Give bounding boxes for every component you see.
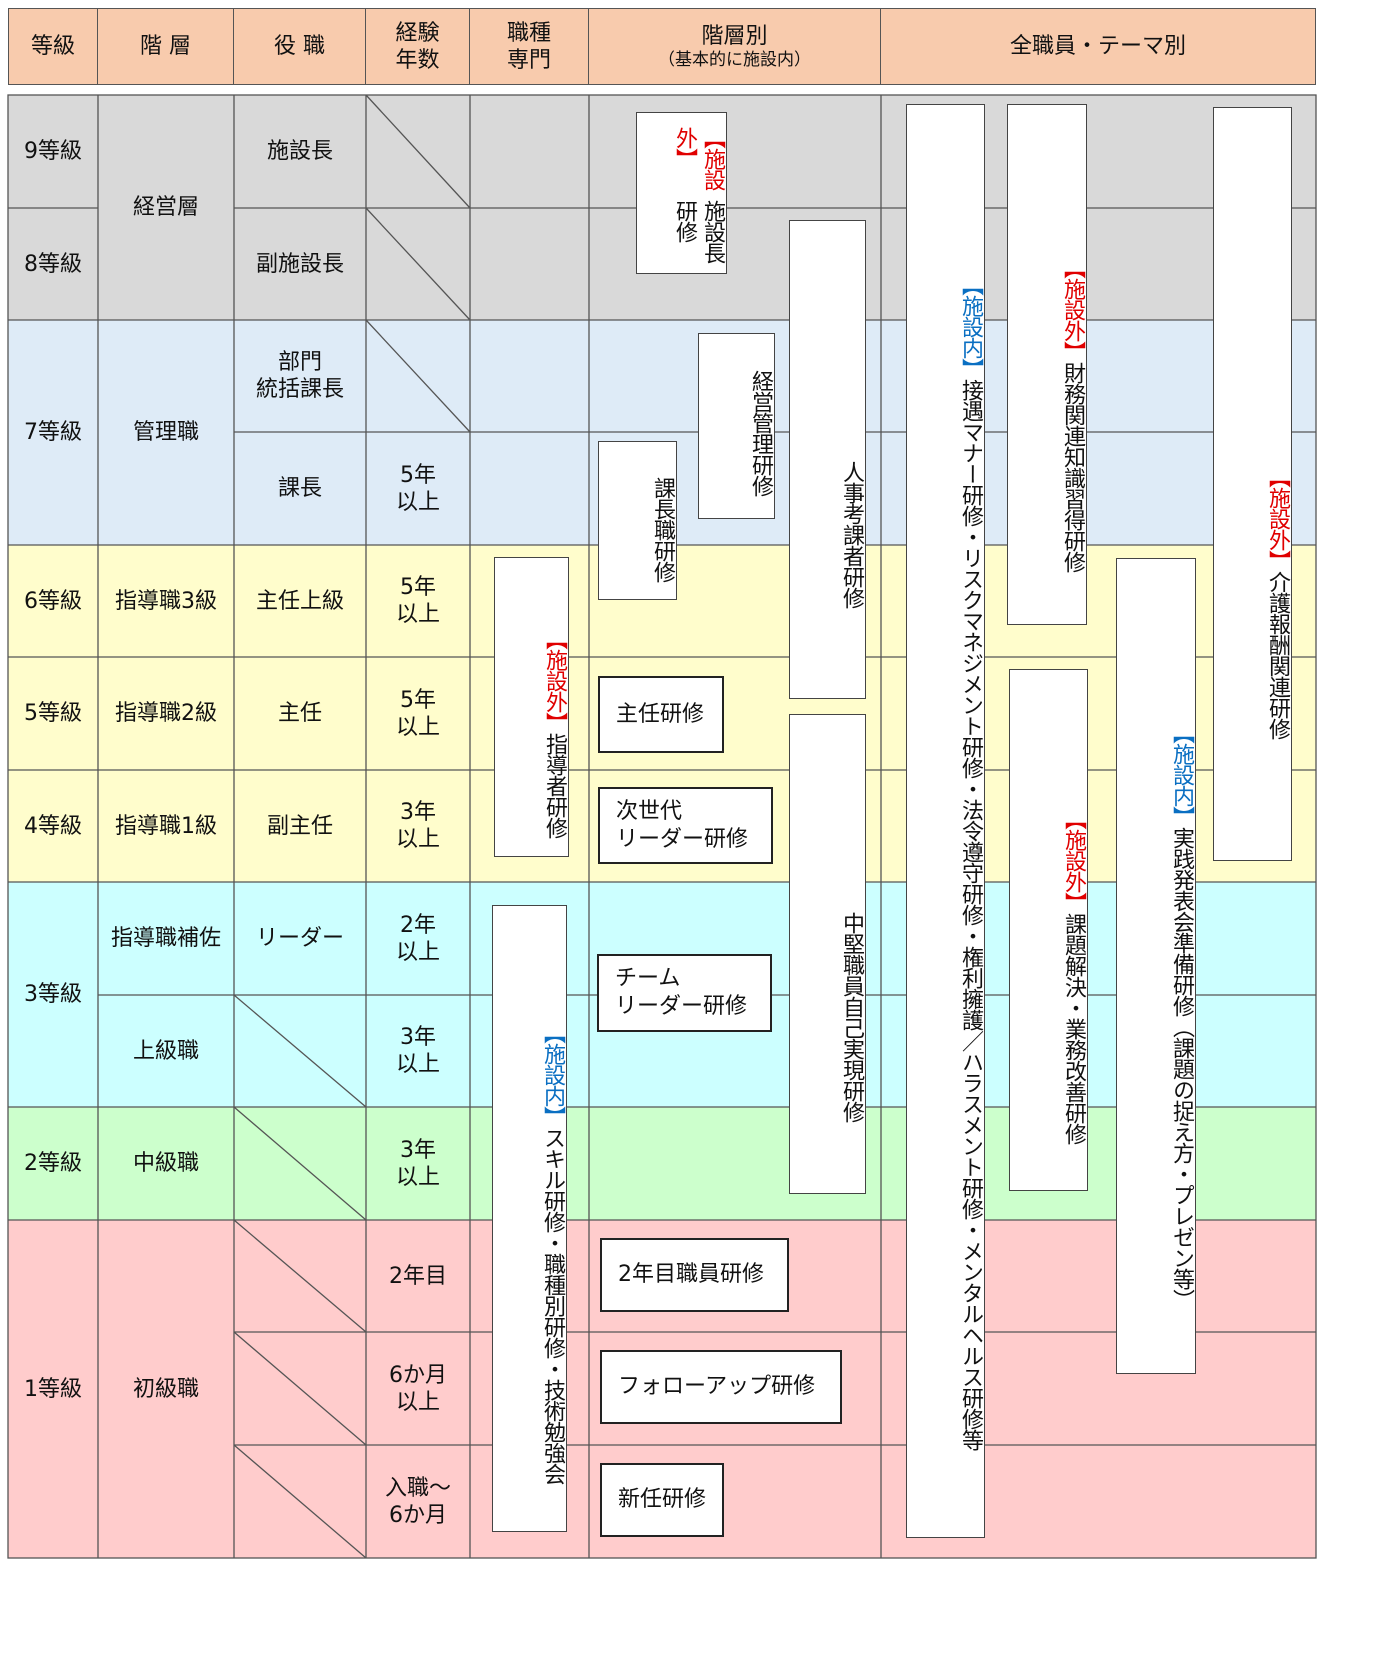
- experience-2: 3年 以上: [395, 1137, 440, 1190]
- experience-3a: 2年 以上: [395, 912, 440, 965]
- diag-pos-junior-1: [233, 1219, 367, 1333]
- training-self-realization: 中堅職員自己実現研修: [789, 714, 866, 1194]
- experience-1a: 2年目: [389, 1263, 447, 1289]
- layer-leader1: 指導職1級: [115, 813, 217, 839]
- tag-inside: 【施設内】: [958, 274, 983, 379]
- diag-pos-middle: [233, 1106, 367, 1221]
- training-management: 経営管理研修: [698, 333, 775, 519]
- layer-manager: 管理職: [132, 420, 199, 445]
- grade-5: 5等級: [24, 701, 82, 726]
- tag-outside: 【施設外】: [542, 628, 567, 733]
- band-middle: [8, 1107, 1316, 1220]
- header-layer: 階 層: [97, 8, 234, 85]
- training-evaluator: 人事考課者研修: [789, 220, 866, 699]
- position-senior-chief: 主任上級: [255, 588, 344, 614]
- layer-senior: 上級職: [132, 1038, 199, 1064]
- training-new-staff: 新任研修: [600, 1463, 724, 1537]
- header-grade: 等級: [8, 8, 98, 85]
- header-by-layer: 階層別 （基本的に施設内）: [588, 8, 881, 85]
- training-instructor: 【施設外】指導者研修: [494, 557, 569, 857]
- position-director: 施設長: [266, 139, 333, 164]
- grade-4: 4等級: [24, 813, 82, 839]
- tag-outside: 【施設外】: [672, 127, 725, 190]
- layer-assistant: 指導職補佐: [110, 926, 221, 951]
- header-position: 役 職: [233, 8, 366, 85]
- layer-leader3: 指導職3級: [115, 588, 217, 614]
- position-dept-chief: 部門 統括課長: [255, 350, 344, 402]
- grid-outline: [7, 94, 1317, 1559]
- tag-inside: 【施設内】: [540, 1021, 565, 1127]
- position-leader: リーダー: [255, 926, 344, 951]
- position-vice-director: 副施設長: [255, 251, 344, 277]
- experience-1c: 入職～ 6か月: [384, 1475, 451, 1528]
- experience-1b: 6か月 以上: [389, 1362, 447, 1415]
- training-presentation: 【施設内】実践発表会準備研修（課題の捉え方・プレゼン等）: [1116, 558, 1196, 1374]
- diag-pos-senior: [233, 994, 367, 1108]
- grade-7: 7等級: [24, 420, 82, 445]
- diag-pos-junior-3: [233, 1444, 367, 1559]
- header-experience: 経験 年数: [365, 8, 470, 85]
- experience-4: 3年 以上: [395, 800, 440, 852]
- header-specialty: 職種 専門: [469, 8, 589, 85]
- experience-5: 5年 以上: [395, 687, 440, 740]
- experience-6: 5年 以上: [395, 575, 440, 627]
- grade-8: 8等級: [24, 251, 82, 277]
- training-problem-solving: 【施設外】課題解決・業務改善研修: [1009, 669, 1088, 1191]
- layer-leader2: 指導職2級: [115, 701, 217, 726]
- training-section-chief: 課長職研修: [598, 441, 677, 600]
- grade-2: 2等級: [24, 1151, 82, 1176]
- tag-outside: 【施設外】: [1061, 808, 1086, 913]
- training-next-gen: 次世代 リーダー研修: [598, 787, 773, 864]
- experience-3b: 3年 以上: [395, 1025, 440, 1077]
- training-second-year: 2年目職員研修: [600, 1238, 789, 1312]
- training-skill: 【施設内】スキル研修・職種別研修・技術勉強会: [492, 905, 567, 1532]
- position-chief: 主任: [277, 701, 322, 726]
- position-sub-chief: 副主任: [266, 813, 333, 839]
- training-director: 【施設外】施設長研修: [636, 112, 727, 274]
- tag-outside: 【施設外】: [1060, 257, 1085, 362]
- layer-middle: 中級職: [132, 1151, 199, 1176]
- diag-exp-8: [365, 207, 471, 321]
- training-manners: 【施設内】接遇マナー研修・リスクマネジメント研修・法令遵守研修・権利擁護／ハラス…: [906, 104, 985, 1538]
- grade-1: 1等級: [24, 1376, 82, 1402]
- training-chief: 主任研修: [598, 676, 724, 753]
- training-care-fee: 【施設外】介護報酬関連研修: [1213, 107, 1292, 861]
- grade-3: 3等級: [24, 982, 82, 1007]
- tag-outside: 【施設外】: [1265, 465, 1290, 571]
- diag-exp-7a: [365, 319, 471, 433]
- experience-7b: 5年 以上: [395, 462, 440, 515]
- diag-exp-9: [365, 94, 471, 209]
- layer-junior: 初級職: [132, 1376, 199, 1402]
- layer-executive: 経営層: [132, 195, 199, 220]
- position-section-chief: 課長: [277, 476, 322, 501]
- grade-9: 9等級: [24, 139, 82, 164]
- training-team-leader: チーム リーダー研修: [597, 954, 772, 1032]
- diag-pos-junior-2: [233, 1331, 367, 1446]
- tag-inside: 【施設内】: [1169, 722, 1194, 827]
- header-all-staff: 全職員・テーマ別: [880, 8, 1316, 85]
- grade-6: 6等級: [24, 588, 82, 614]
- training-finance: 【施設外】財務関連知識習得研修: [1007, 104, 1087, 625]
- training-follow-up: フォローアップ研修: [600, 1350, 842, 1424]
